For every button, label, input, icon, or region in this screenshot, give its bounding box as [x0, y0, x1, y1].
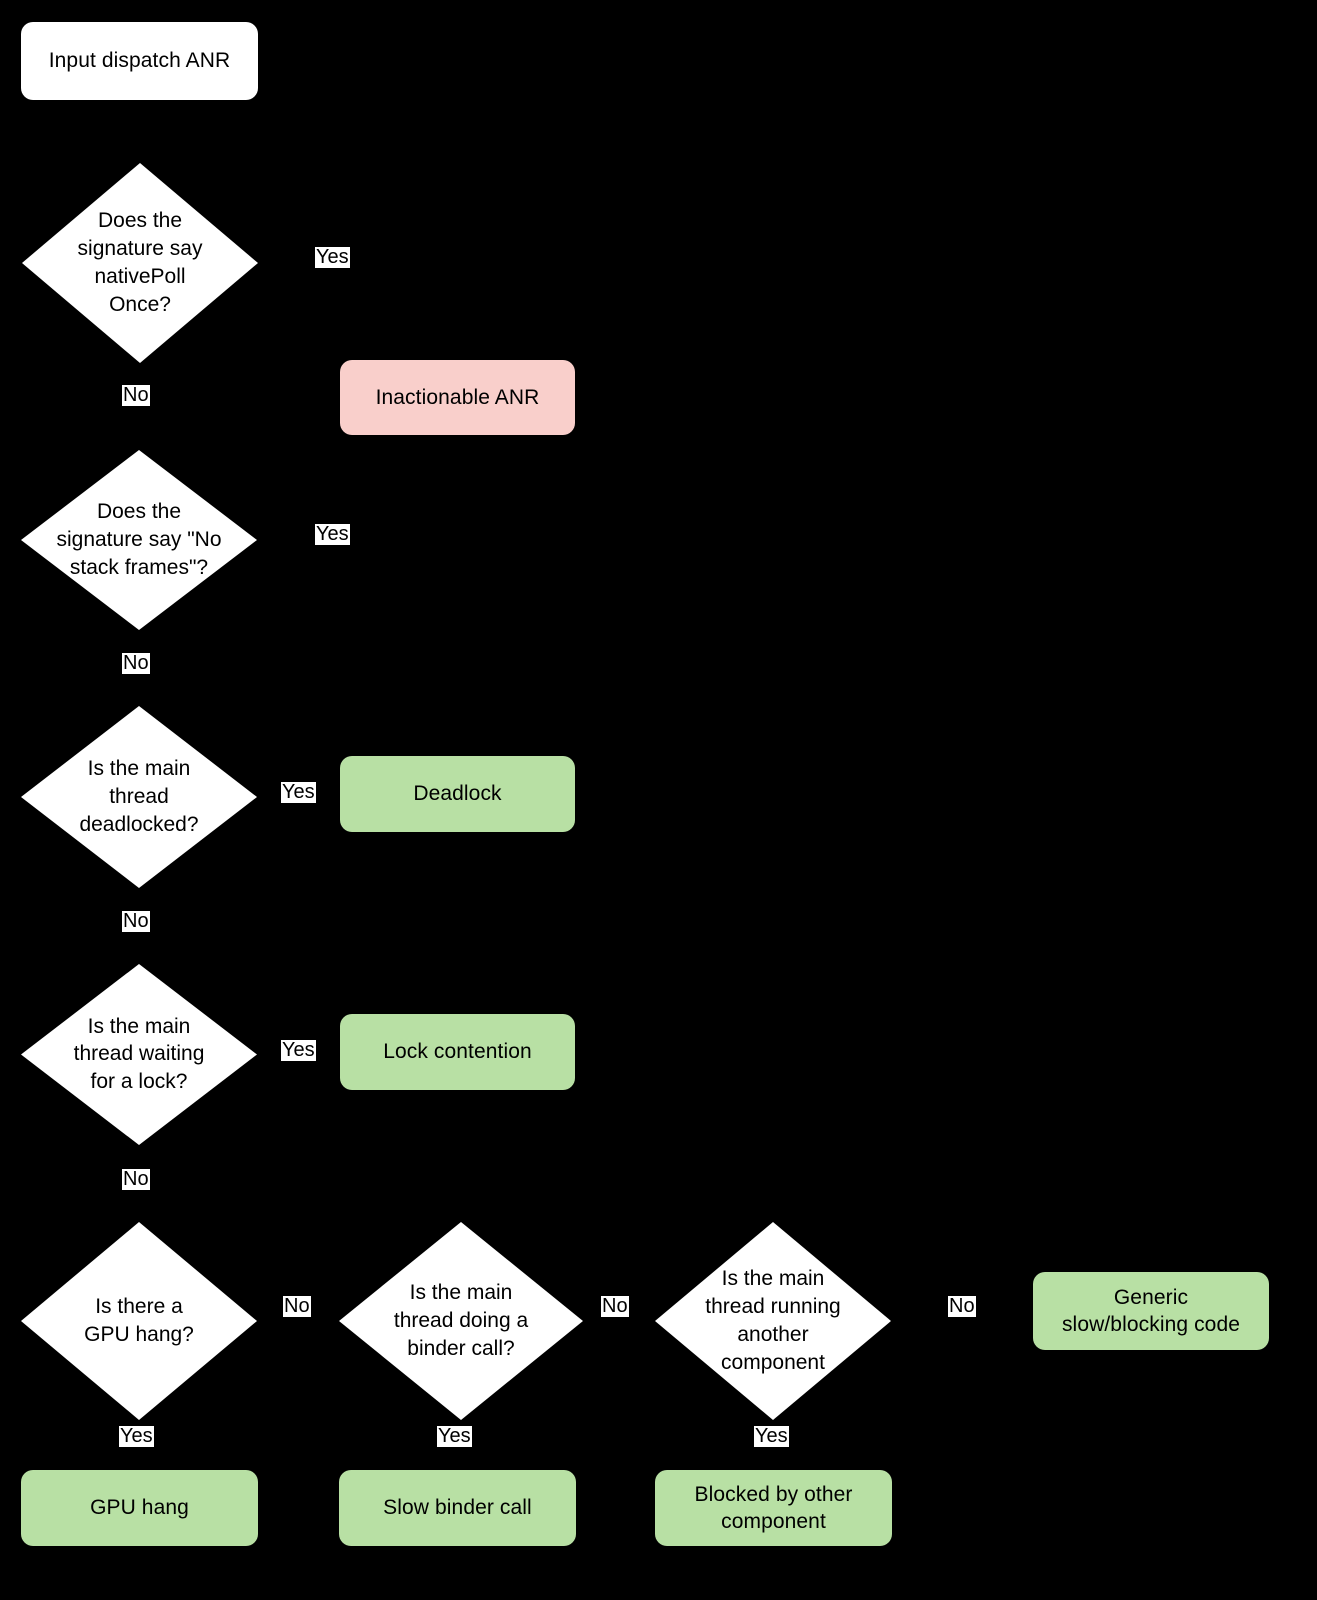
outcome-gpu-hang[interactable]: GPU hang: [21, 1470, 258, 1546]
decision-main-thread-deadlocked[interactable]: Is the main thread deadlocked?: [21, 706, 257, 888]
outcome-slow-binder-call[interactable]: Slow binder call: [339, 1470, 576, 1546]
decision-another-component[interactable]: Is the main thread running another compo…: [655, 1222, 891, 1420]
diamond-shape: [21, 1222, 257, 1420]
edge-label-yes-native-poll-once: Yes: [315, 246, 350, 268]
edge-label-no-main-thread-waiting-lock: No: [122, 1168, 150, 1190]
diamond-shape: [22, 163, 258, 363]
outcome-generic-slow-blocking-code-line2: slow/blocking code: [1061, 1313, 1241, 1336]
edge-nativepoll-no: [138, 363, 140, 450]
decision-no-stack-frames[interactable]: Does the signature say "No stack frames"…: [21, 450, 257, 630]
edge-label-no-gpu-hang: No: [283, 1295, 311, 1317]
edge-nostack-no: [138, 630, 140, 718]
edge-label-no-native-poll-once: No: [122, 384, 150, 406]
decision-native-poll-once[interactable]: Does the signature say nativePoll Once?: [22, 163, 258, 363]
outcome-generic-slow-blocking-code[interactable]: Generic slow/blocking code: [1033, 1272, 1269, 1350]
outcome-generic-slow-blocking-code-line1: Generic: [1113, 1285, 1189, 1309]
edge-deadlock-no: [138, 888, 140, 976]
start-node-label: Input dispatch ANR: [48, 49, 231, 73]
edge-label-no-no-stack-frames: No: [122, 652, 150, 674]
edge-label-yes-gpu-hang: Yes: [119, 1425, 154, 1447]
outcome-inactionable-anr[interactable]: Inactionable ANR: [340, 360, 575, 435]
edge-lock-no: [138, 1145, 140, 1236]
diamond-shape: [21, 450, 257, 630]
outcome-lock-contention-label: Lock contention: [383, 1040, 532, 1064]
decision-main-thread-waiting-lock[interactable]: Is the main thread waiting for a lock?: [21, 964, 257, 1145]
outcome-deadlock[interactable]: Deadlock: [340, 756, 575, 832]
outcome-blocked-by-other-component[interactable]: Blocked by other component: [655, 1470, 892, 1546]
edge-label-no-main-thread-deadlocked: No: [122, 910, 150, 932]
edge-label-yes-another-component: Yes: [754, 1425, 789, 1447]
diamond-shape: [655, 1222, 891, 1420]
edge-nativepoll-yes: [258, 262, 340, 264]
edge-label-yes-binder-call: Yes: [437, 1425, 472, 1447]
outcome-blocked-by-other-component-line1: Blocked by other: [694, 1482, 853, 1506]
edge-label-no-binder-call: No: [601, 1295, 629, 1317]
outcome-inactionable-anr-label: Inactionable ANR: [375, 385, 540, 409]
start-node-input-dispatch-anr[interactable]: Input dispatch ANR: [21, 22, 258, 100]
outcome-lock-contention[interactable]: Lock contention: [340, 1014, 575, 1090]
diamond-shape: [339, 1222, 583, 1420]
diamond-shape: [21, 706, 257, 888]
outcome-slow-binder-call-label: Slow binder call: [383, 1496, 532, 1520]
edge-label-yes-main-thread-deadlocked: Yes: [281, 781, 316, 803]
decision-gpu-hang[interactable]: Is there a GPU hang?: [21, 1222, 257, 1420]
edge-label-yes-no-stack-frames: Yes: [315, 523, 350, 545]
edge-label-yes-main-thread-waiting-lock: Yes: [281, 1039, 316, 1061]
outcome-gpu-hang-label: GPU hang: [90, 1496, 189, 1520]
edge-start-to-nativepoll: [138, 100, 140, 163]
diamond-shape: [21, 964, 257, 1145]
outcome-deadlock-label: Deadlock: [413, 782, 502, 806]
edge-nostack-yes: [256, 538, 340, 540]
outcome-blocked-by-other-component-line2: component: [721, 1510, 826, 1533]
decision-binder-call[interactable]: Is the main thread doing a binder call?: [339, 1222, 583, 1420]
edge-label-no-another-component: No: [948, 1295, 976, 1317]
